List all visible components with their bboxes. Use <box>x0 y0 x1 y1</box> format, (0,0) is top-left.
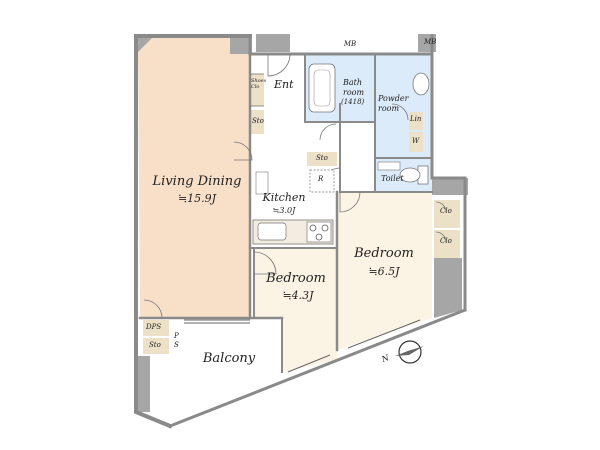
bedroom-large-area: ≒6.5J <box>368 265 400 278</box>
bedroom-small-area: ≒4.3J <box>282 289 314 302</box>
washer-fill <box>409 132 423 152</box>
sto-entrance-fill <box>250 110 264 134</box>
compass-icon <box>395 340 424 364</box>
entrance-label: Ent <box>274 78 294 91</box>
clo-lower-label: Clo <box>440 237 452 245</box>
linen-label: Lin <box>410 115 422 123</box>
walls <box>134 34 467 429</box>
living-dining-area: ≒15.9J <box>177 192 217 205</box>
window-openings <box>184 319 421 373</box>
dps-fill <box>143 320 169 336</box>
mb-right-label: MB <box>424 38 437 46</box>
sink-basin <box>412 72 430 96</box>
balcony-floor <box>172 318 282 425</box>
clo-upper-fill <box>434 200 460 228</box>
kitchen-stove <box>306 221 332 243</box>
shoe-closet-label: Shoes Clo <box>251 78 267 90</box>
bedroom-large-floor <box>337 192 432 350</box>
bathroom-label: Bath room <box>343 78 365 97</box>
living-dining-label: Living Dining <box>152 174 242 189</box>
refrigerator-box <box>309 169 335 193</box>
sto-kitchen-label: Sto <box>316 154 328 162</box>
shoe-closet-fill <box>250 74 264 106</box>
toilet-sink <box>377 161 401 171</box>
bathroom-size: (1418) <box>341 98 365 106</box>
washer-label: W <box>412 137 420 145</box>
sto-kitchen-fill <box>307 152 337 166</box>
clo-lower-fill <box>434 230 460 258</box>
bedroom-small-label: Bedroom <box>266 271 326 286</box>
sto-balcony-fill <box>143 338 169 354</box>
kitchen-area: ≒3.0J <box>272 206 296 215</box>
sto-entrance-label: Sto <box>252 117 264 125</box>
clo-upper-label: Clo <box>440 207 452 215</box>
kitchen-sink <box>257 222 287 241</box>
powder-room-label: Powder room <box>378 94 409 113</box>
kitchen-cabinet <box>255 171 269 195</box>
toilet-bowl <box>399 167 421 183</box>
balcony-label: Balcony <box>202 351 256 366</box>
kitchen-label: Kitchen <box>262 191 306 204</box>
mb-top-label: MB <box>343 40 357 48</box>
linen-fill <box>409 112 423 130</box>
bathtub <box>308 63 336 113</box>
bedroom-large-label: Bedroom <box>354 246 414 261</box>
closet-doors <box>250 73 447 243</box>
ps-label: P S <box>174 332 179 349</box>
toilet-label: Toilet <box>381 174 404 183</box>
refrigerator-label: R <box>318 175 324 183</box>
living-dining-floor <box>138 38 250 318</box>
dps-label: DPS <box>146 323 162 331</box>
sto-balcony-label: Sto <box>149 341 161 349</box>
